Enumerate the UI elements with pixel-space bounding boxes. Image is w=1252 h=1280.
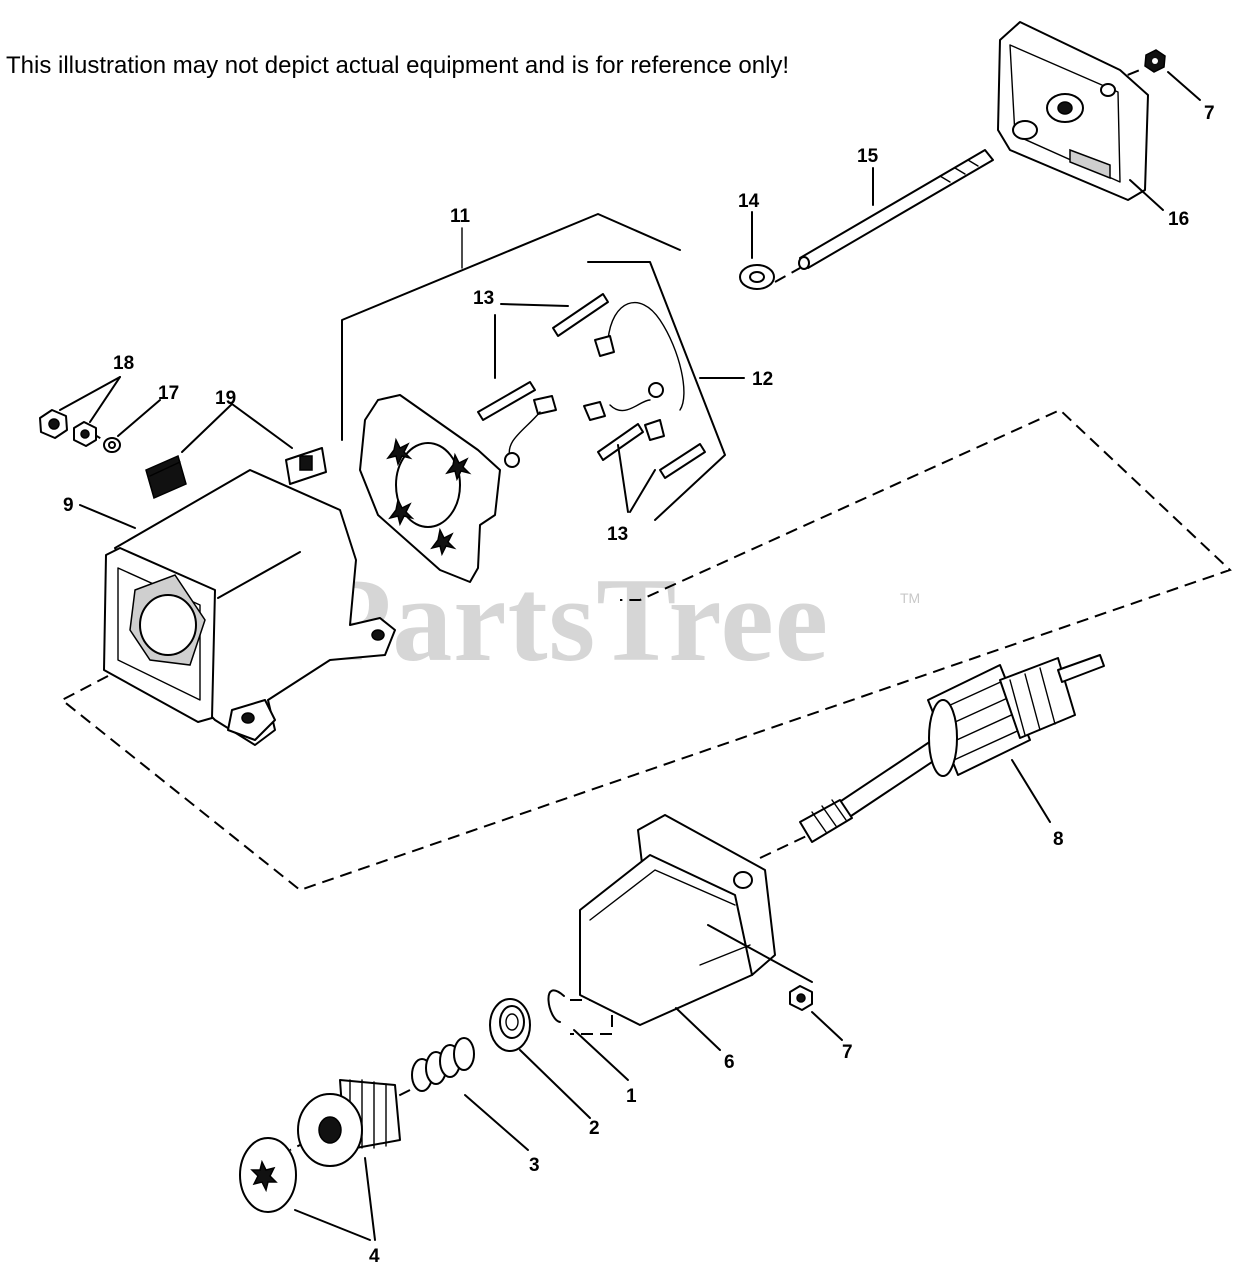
disclaimer-text: This illustration may not depict actual … (6, 52, 790, 79)
callout-2: 2 (589, 1118, 600, 1139)
callout-15: 15 (857, 146, 879, 167)
callout-1: 1 (626, 1086, 637, 1107)
part-11-brush-plate (359, 394, 501, 583)
dashed-line-gear (759, 831, 816, 859)
callout-13-upper: 13 (473, 288, 494, 309)
part-14-washer (739, 264, 775, 290)
part-12-brush-assembly (504, 301, 685, 468)
part-18-nuts (39, 409, 97, 447)
part-3-spring (411, 1037, 475, 1092)
callout-9: 9 (63, 495, 74, 516)
part-7-nut-bottom (789, 985, 813, 1011)
bracket-12 (587, 261, 726, 521)
part-16-end-cap (997, 21, 1149, 201)
bracket-11 (341, 213, 681, 441)
callout-4: 4 (369, 1246, 380, 1267)
callout-13-lower: 13 (607, 524, 628, 545)
part-17-washer (103, 437, 121, 453)
callout-19: 19 (215, 388, 236, 409)
callout-8: 8 (1053, 829, 1064, 850)
part-1-retaining-clip (547, 989, 565, 1023)
callout-6: 6 (724, 1052, 735, 1073)
part-7-nut-top (1144, 49, 1166, 73)
watermark-logo: PartsTree (318, 553, 829, 686)
part-9-motor-housing (103, 469, 396, 746)
dashed-assembly-outline (60, 408, 1232, 892)
part-13-springs (477, 293, 706, 479)
watermark-trademark: TM (900, 590, 921, 606)
callout-12: 12 (752, 369, 773, 390)
callout-16: 16 (1168, 209, 1189, 230)
part-19-terminal-insulator (285, 447, 327, 485)
leader-lines (59, 71, 1201, 1241)
callout-11: 11 (450, 206, 471, 227)
callout-7-top: 7 (1204, 103, 1215, 124)
callout-3: 3 (529, 1155, 540, 1176)
part-6-drive-housing (579, 814, 776, 1026)
part-19-terminal-block (145, 454, 187, 500)
part-15-through-bolt (798, 149, 994, 270)
callout-18: 18 (113, 353, 134, 374)
part-2-spring-retainer (489, 998, 531, 1052)
part-8-armature (799, 654, 1105, 843)
callout-14: 14 (738, 191, 760, 212)
part-4-pinion-gear (239, 1079, 401, 1213)
callout-17: 17 (158, 383, 179, 404)
dashed-line-washer (774, 267, 801, 283)
callout-7-bottom: 7 (842, 1042, 853, 1063)
